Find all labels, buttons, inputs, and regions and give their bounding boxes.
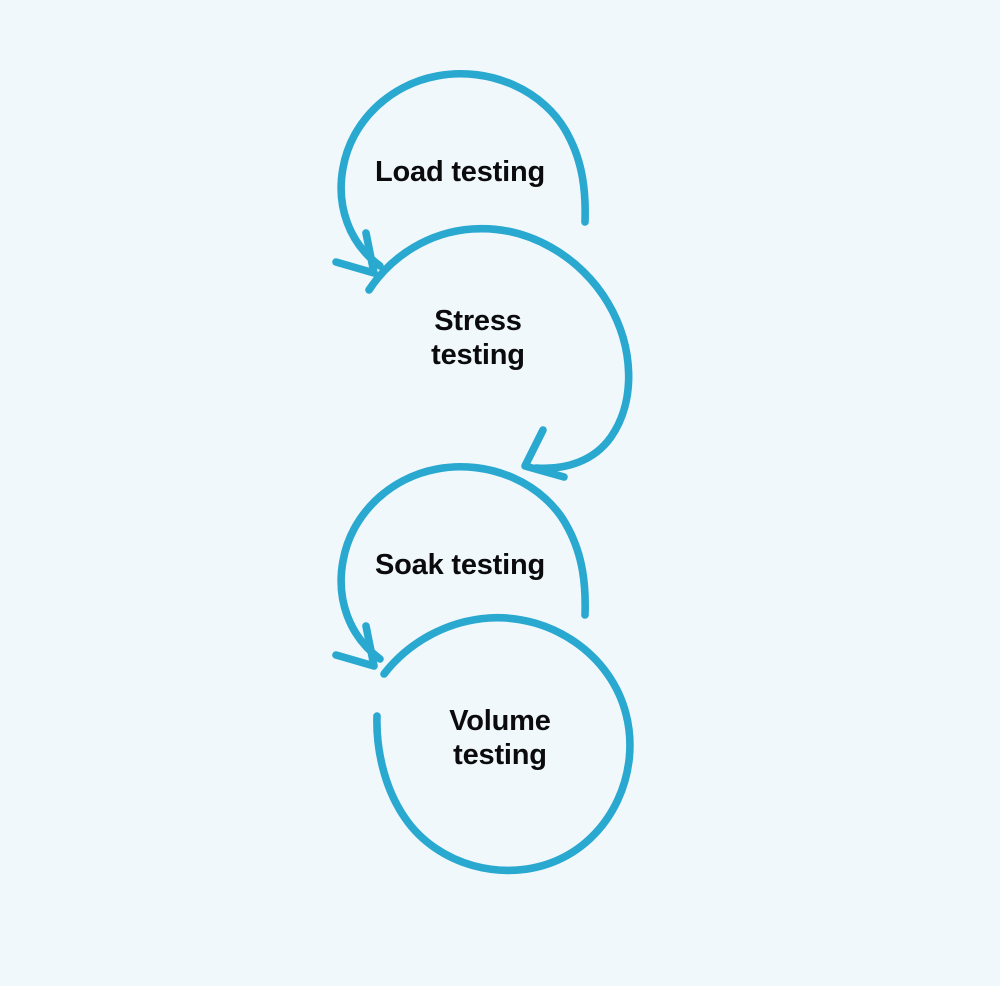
arc-group-volume (373, 614, 634, 875)
node-label-volume-testing: Volume testing (449, 705, 551, 772)
arrowhead-stress-to-soak (521, 426, 568, 481)
arc-load-testing (337, 69, 589, 270)
node-label-stress-testing: Stress testing (431, 305, 525, 372)
arc-stress-testing (365, 224, 633, 473)
arc-group-stress (365, 224, 633, 481)
node-label-soak-testing: Soak testing (374, 549, 546, 581)
arc-soak-testing (337, 462, 589, 663)
arrowhead-load-to-stress (332, 229, 378, 277)
node-label-load-testing: Load testing (375, 156, 545, 188)
arc-volume-testing (373, 614, 634, 875)
arc-group-soak (332, 462, 589, 670)
arrowhead-soak-to-volume (332, 622, 378, 670)
arc-group-load (332, 69, 589, 277)
